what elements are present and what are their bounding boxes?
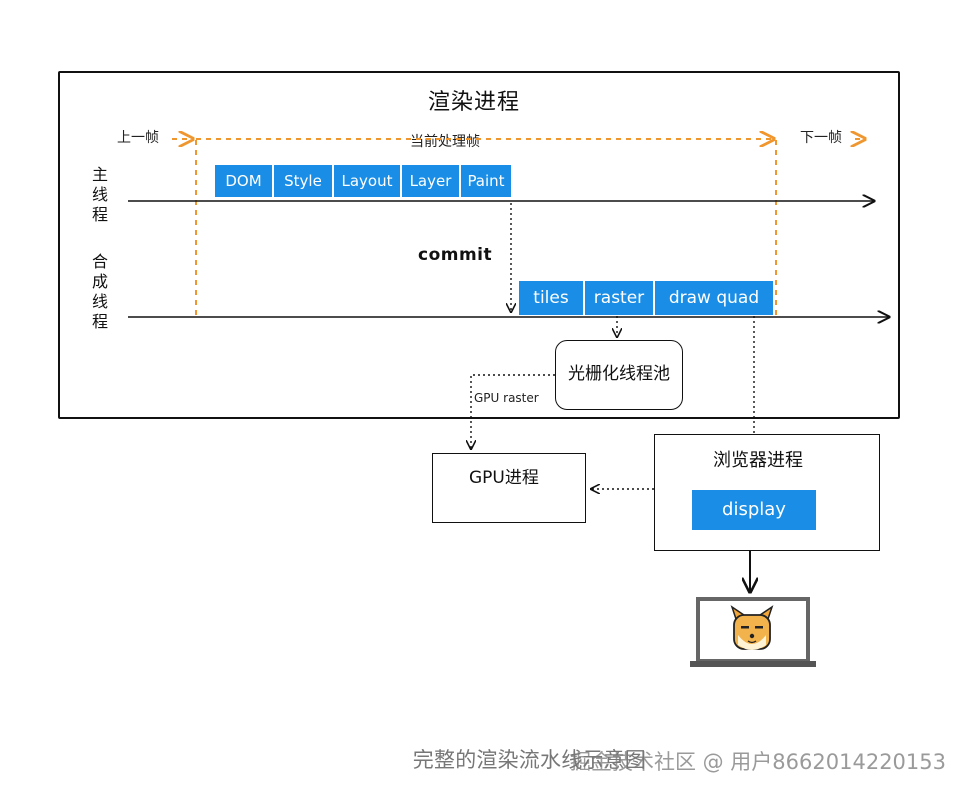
main-thread-label: 主线程 <box>91 165 108 224</box>
render-process-frame <box>58 71 900 419</box>
gpu-process-label: GPU进程 <box>469 468 539 488</box>
task-dom: DOM <box>215 165 272 197</box>
task-draw-quad: draw quad <box>655 281 773 315</box>
gpu-process-box: GPU进程 <box>432 453 586 523</box>
shiba-dog-monitor-icon <box>690 597 816 667</box>
render-process-title: 渲染进程 <box>428 90 521 115</box>
compositor-thread-label: 合成线程 <box>91 252 108 331</box>
watermark: 掘金技术社区 @ 用户8662014220153 <box>569 750 946 774</box>
gpu-raster-arrow <box>471 374 555 449</box>
display-block: display <box>692 490 816 530</box>
task-layout: Layout <box>334 165 400 197</box>
task-layer: Layer <box>402 165 459 197</box>
task-raster: raster <box>585 281 653 315</box>
frame-timeline <box>172 139 865 318</box>
task-paint: Paint <box>461 165 511 197</box>
commit-label: commit <box>418 245 493 265</box>
caption: 完整的渲染流水线示意图 <box>412 748 646 772</box>
prev-frame-label: 上一帧 <box>117 130 159 146</box>
gpu-raster-label: GPU raster <box>474 391 539 405</box>
task-style: Style <box>274 165 332 197</box>
next-frame-label: 下一帧 <box>800 130 842 146</box>
task-tiles: tiles <box>519 281 583 315</box>
raster-thread-pool: 光栅化线程池 <box>555 340 683 410</box>
browser-process-label: 浏览器进程 <box>713 450 803 471</box>
